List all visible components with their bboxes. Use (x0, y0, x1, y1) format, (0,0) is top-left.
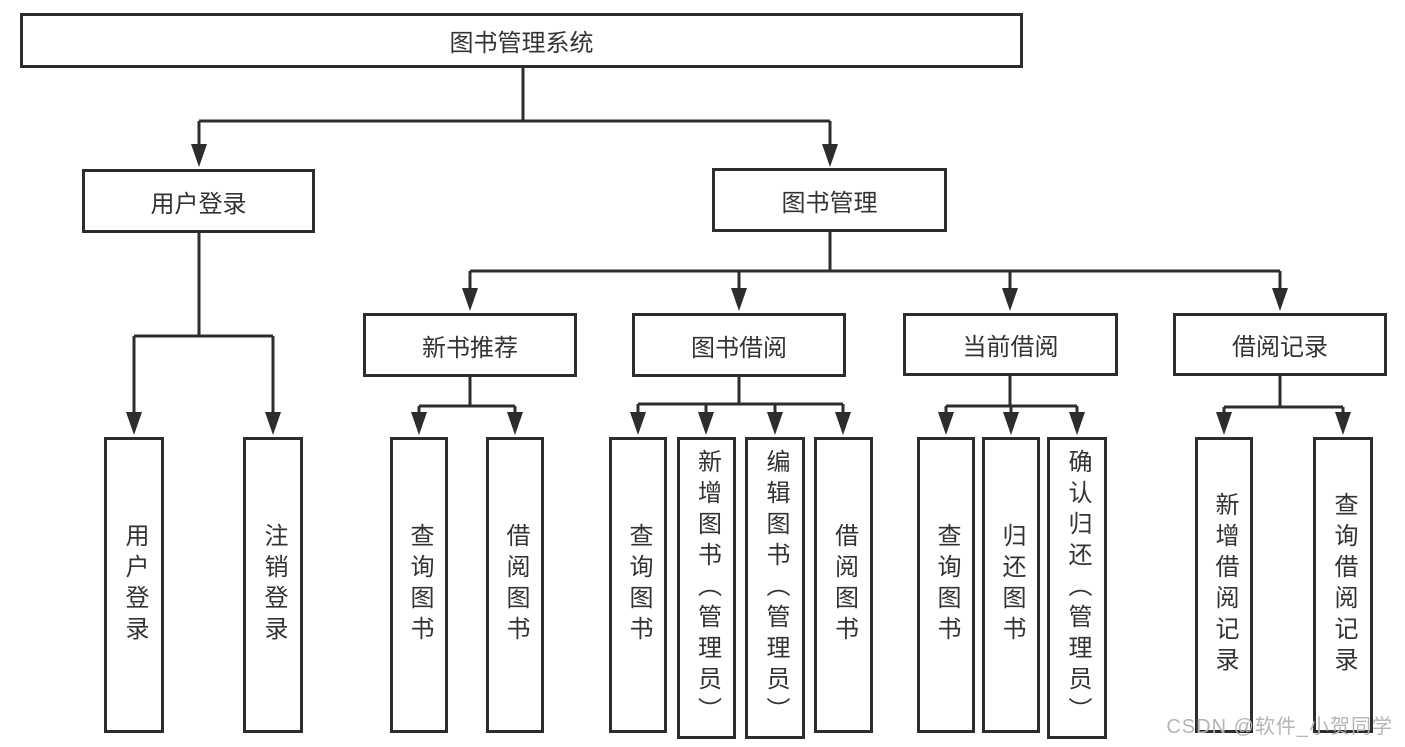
node-current-borrow-label: 当前借阅 (962, 334, 1059, 361)
leaf-add-books-admin: 新增图书（管理员） (677, 437, 736, 739)
leaf-query-borrow-record-label: 查询借阅记录 (1330, 492, 1357, 678)
leaf-add-borrow-record: 新增借阅记录 (1195, 437, 1253, 733)
leaf-logout-login: 注销登录 (243, 437, 303, 733)
node-root: 图书管理系统 (20, 13, 1023, 68)
leaf-borrow-books: 借阅图书 (814, 437, 873, 733)
leaf-user-login-label: 用户登录 (121, 523, 148, 647)
leaf-query-borrow-record: 查询借阅记录 (1313, 437, 1373, 733)
leaf-confirm-return-admin-label: 确认归还（管理员） (1064, 448, 1091, 728)
leaf-borrow-books-label: 借阅图书 (830, 523, 858, 647)
node-book-management-label: 图书管理 (781, 189, 878, 217)
node-book-borrow: 图书借阅 (632, 313, 846, 377)
node-current-borrow: 当前借阅 (903, 313, 1118, 376)
leaf-edit-books-admin-label: 编辑图书（管理员） (762, 448, 789, 728)
leaf-borrow-books-recommend: 借阅图书 (486, 437, 544, 733)
leaf-query-books-recommend-label: 查询图书 (406, 523, 433, 647)
leaf-query-books-current: 查询图书 (917, 437, 975, 733)
node-book-borrow-label: 图书借阅 (691, 334, 787, 362)
node-borrow-records: 借阅记录 (1173, 313, 1387, 376)
csdn-watermark: CSDN @软件_小贺同学 (1166, 716, 1393, 738)
leaf-add-borrow-record-label: 新增借阅记录 (1211, 492, 1238, 678)
node-new-book-recommend-label: 新书推荐 (422, 334, 518, 362)
leaf-return-books: 归还图书 (982, 437, 1040, 733)
leaf-query-books-recommend: 查询图书 (390, 437, 448, 733)
leaf-return-books-label: 归还图书 (998, 523, 1025, 647)
node-new-book-recommend: 新书推荐 (363, 313, 577, 377)
leaf-logout-login-label: 注销登录 (260, 523, 287, 647)
leaf-confirm-return-admin: 确认归还（管理员） (1047, 437, 1107, 739)
leaf-edit-books-admin: 编辑图书（管理员） (745, 437, 805, 739)
leaf-query-books-current-label: 查询图书 (933, 523, 960, 647)
node-user-login: 用户登录 (82, 169, 315, 233)
node-borrow-records-label: 借阅记录 (1232, 334, 1328, 361)
leaf-query-books-borrow-label: 查询图书 (625, 523, 652, 647)
node-book-management: 图书管理 (712, 168, 947, 232)
node-root-label: 图书管理系统 (449, 30, 594, 57)
leaf-add-books-admin-label: 新增图书（管理员） (693, 448, 721, 728)
leaf-user-login: 用户登录 (104, 437, 164, 733)
leaf-query-books-borrow: 查询图书 (609, 437, 667, 733)
node-user-login-label: 用户登录 (150, 190, 247, 218)
leaf-borrow-books-recommend-label: 借阅图书 (502, 523, 529, 647)
